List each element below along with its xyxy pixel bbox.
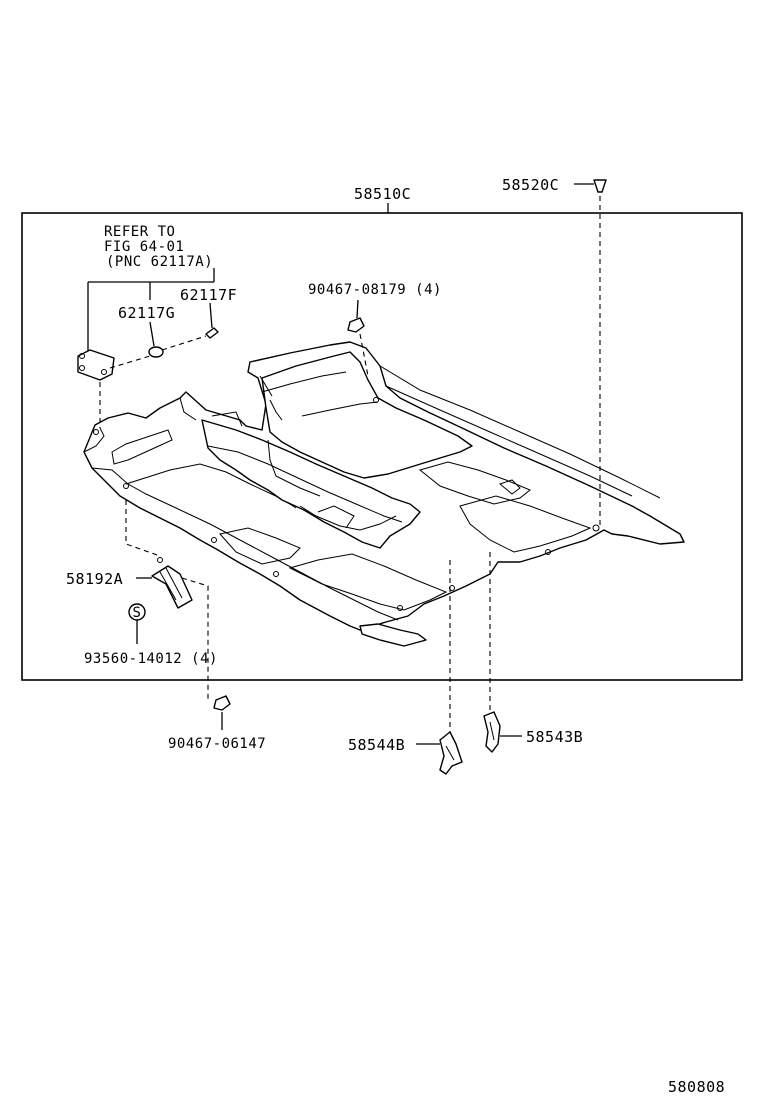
- label-58192a: 58192A: [66, 570, 123, 588]
- label-90467-08179: 90467-08179 (4): [308, 282, 442, 298]
- assembly-frame: [21, 212, 743, 681]
- label-62117f: 62117F: [180, 286, 237, 304]
- screw-62117f: [205, 302, 219, 339]
- label-refer-line2: FIG 64-01: [104, 239, 184, 255]
- circle-s-symbol: S: [133, 605, 142, 621]
- bracket-58543b: [483, 711, 522, 753]
- label-58544b: 58544B: [348, 736, 405, 754]
- dash-pad-right: [181, 577, 209, 700]
- dash-62117-chain: [109, 335, 207, 369]
- clip-62117g: [148, 321, 164, 358]
- label-refer-line1: REFER TO: [104, 224, 175, 240]
- nut-90467-08179: [347, 299, 365, 333]
- label-58510c: 58510C: [354, 185, 411, 203]
- pad-58192a: [136, 557, 193, 609]
- label-93560-14012: 93560-14012 (4): [84, 651, 218, 667]
- dash-nut-top: [359, 333, 369, 377]
- label-58543b: 58543B: [526, 728, 583, 746]
- clip-93560-14012: S: [128, 603, 146, 644]
- bracket-58544b: [416, 731, 463, 775]
- label-refer-line3: (PNC 62117A): [106, 254, 213, 270]
- label-90467-06147: 90467-06147: [168, 736, 266, 752]
- label-58520c: 58520C: [502, 176, 559, 194]
- floor-carpet-shape: [83, 341, 685, 647]
- refer-bracket: [87, 268, 215, 352]
- clip-58520c: [574, 179, 607, 193]
- sensor-bracket-62117: [77, 349, 115, 381]
- clip-90467-06147: [213, 695, 231, 730]
- figure-number: 580808: [668, 1078, 725, 1096]
- label-62117g: 62117G: [118, 304, 175, 322]
